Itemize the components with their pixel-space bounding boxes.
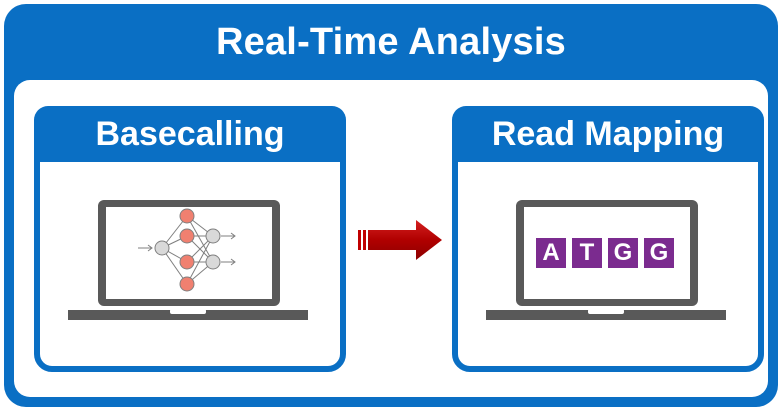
sequence-base-g1: G <box>608 238 638 268</box>
laptop-icon <box>486 200 726 320</box>
diagram-title: Real-Time Analysis <box>216 21 566 63</box>
sequence-base-g2: G <box>644 238 674 268</box>
sequence-base-a: A <box>536 238 566 268</box>
flow-arrow-icon <box>358 220 442 260</box>
basecalling-panel <box>34 140 346 372</box>
sequence-base-t: T <box>572 238 602 268</box>
laptop-neural-network-icon <box>68 200 308 320</box>
basecalling-label: Basecalling <box>34 106 346 162</box>
read-mapping-label: Read Mapping <box>452 106 764 162</box>
